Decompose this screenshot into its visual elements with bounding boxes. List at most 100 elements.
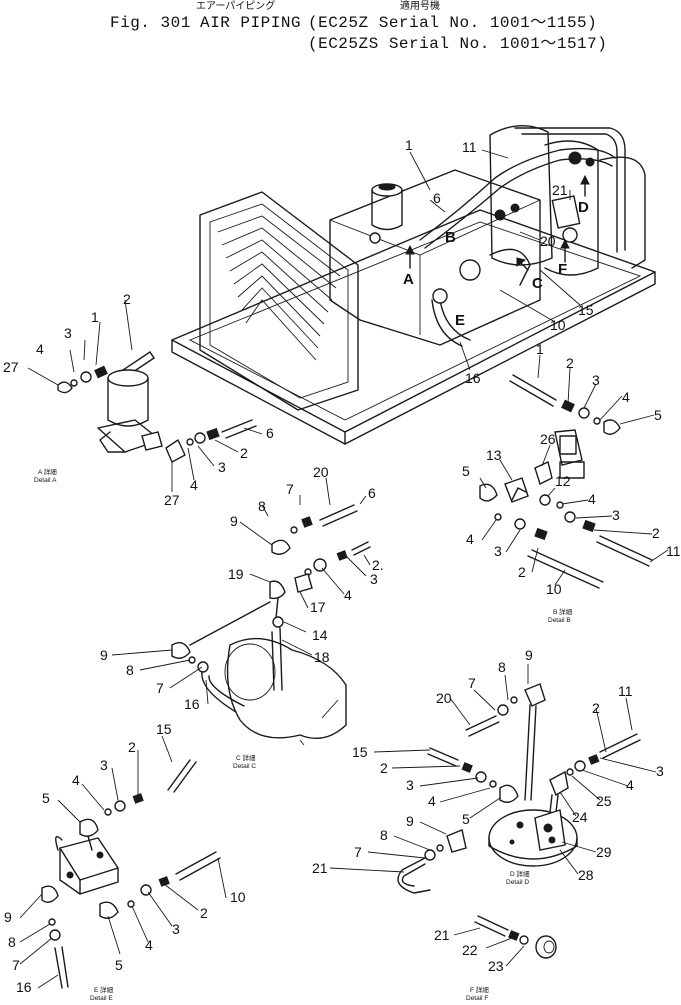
part-number: 3 [592,372,600,388]
part-number: 19 [228,566,244,582]
part-number: 21 [434,927,450,943]
part-number: 4 [36,341,44,357]
part-number: 9 [4,909,12,925]
detail-d: 9 8 7 20 11 2 15 2 3 4 5 3 4 25 24 9 8 7… [312,647,664,894]
part-number: 16 [184,696,200,712]
part-number: 27 [164,492,180,508]
part-number: 29 [596,844,612,860]
part-number: 3 [612,507,620,523]
part-number: 11 [462,139,477,155]
detail-a: 1 2 3 4 27 6 2 3 4 27 A 詳細 Detail A [3,291,274,508]
pipe-run-1 [419,147,616,241]
part-number: 26 [540,431,556,447]
detail-e: 15 2 3 4 5 9 8 7 16 5 4 3 2 10 E 詳細 Deta… [4,721,246,1002]
part-number: 21 [552,182,568,198]
part-number: 4 [190,477,198,493]
part-number: 9 [230,513,238,529]
part-number: 6 [266,425,274,441]
part-number: 15 [156,721,172,737]
part-number: 16 [465,370,481,386]
detail-f: 21 22 23 F 詳細 Detail F [434,915,557,1002]
part-number: 18 [314,649,330,665]
part-number: 3 [218,459,226,475]
header: エアーパイピング 適用号機 Fig. 301 AIR PIPING (EC25Z… [110,0,607,53]
header-japanese-title: エアーパイピング [196,0,275,12]
view-letter-d: D [578,199,589,216]
part-number: 5 [462,811,470,827]
part-number: 10 [546,581,562,597]
part-number: 7 [468,675,476,691]
radiator [199,191,359,411]
detail-b: 1 2 3 4 5 26 13 12 5 4 3 2 4 3 2 10 11 B… [462,341,681,624]
detail-c: 20 6 7 8 9 2. 3 4 19 17 14 18 9 8 7 16 C… [100,464,384,770]
pipe-run-2 [514,127,626,251]
main-assembly-view: A B C D E F 1 6 11 21 20 15 10 16 [171,125,656,445]
part-number: 2 [128,739,136,755]
part-number: 7 [286,481,294,497]
part-number: 6 [433,190,441,206]
header-applicable-models: 適用号機 [400,0,440,12]
part-number: 9 [406,813,414,829]
part-number: 2 [123,291,131,307]
detail-e-caption: Detail E [90,995,113,1002]
part-number: 9 [525,647,533,663]
part-number: 7 [354,844,362,860]
detail-e-caption-jp: E 詳細 [94,985,114,994]
part-number: 10 [230,889,246,905]
part-number: 15 [578,302,594,318]
part-number: 10 [550,317,566,333]
part-number: 6 [368,485,376,501]
part-number: 4 [466,531,474,547]
view-letter-b: B [445,229,456,246]
part-number: 4 [72,772,80,788]
detail-b-caption-jp: B 詳細 [553,607,573,616]
part-number: 15 [352,744,368,760]
part-number: 12 [555,473,571,489]
part-number: 3 [64,325,72,341]
part-number: 2. [372,557,384,573]
serial-line-2: (EC25ZS Serial No. 1001～1517) [308,35,607,53]
part-number: 4 [145,937,153,953]
part-number: 14 [312,627,328,643]
engine-block [329,169,541,346]
view-letter-a: A [403,271,414,288]
part-number: 8 [126,662,134,678]
part-number: 2 [240,445,248,461]
part-number: 3 [370,571,378,587]
valve-c [459,259,481,281]
part-number: 3 [172,921,180,937]
detail-d-caption-jp: D 詳細 [510,869,530,878]
part-number: 5 [462,463,470,479]
part-number: 4 [626,777,634,793]
view-letter-c: C [532,275,543,292]
part-number: 17 [310,599,326,615]
part-number: 2 [380,760,388,776]
part-number: 8 [258,498,266,514]
part-number: 25 [596,793,612,809]
part-number: 1 [91,309,99,325]
detail-f-caption: Detail F [466,995,488,1002]
pipe-run-3 [439,299,471,341]
part-number: 21 [312,860,328,876]
part-number: 3 [100,757,108,773]
detail-d-caption: Detail D [506,879,529,886]
part-number: 4 [622,389,630,405]
part-number: 2 [592,700,600,716]
part-number: 2 [652,525,660,541]
part-number: 3 [494,543,502,559]
view-letter-f: F [558,261,567,278]
part-number: 11 [618,683,633,699]
part-number: 4 [344,587,352,603]
detail-a-caption-jp: A 詳細 [38,467,57,476]
part-number: 28 [578,867,594,883]
part-number: 9 [100,647,108,663]
part-number: 5 [115,957,123,973]
part-number: 13 [486,447,502,463]
part-number: 23 [488,958,504,974]
air-tank [489,125,553,266]
part-number: 1 [536,341,544,357]
part-number: 3 [406,777,414,793]
part-number: 5 [42,790,50,806]
part-number: 8 [498,659,506,675]
